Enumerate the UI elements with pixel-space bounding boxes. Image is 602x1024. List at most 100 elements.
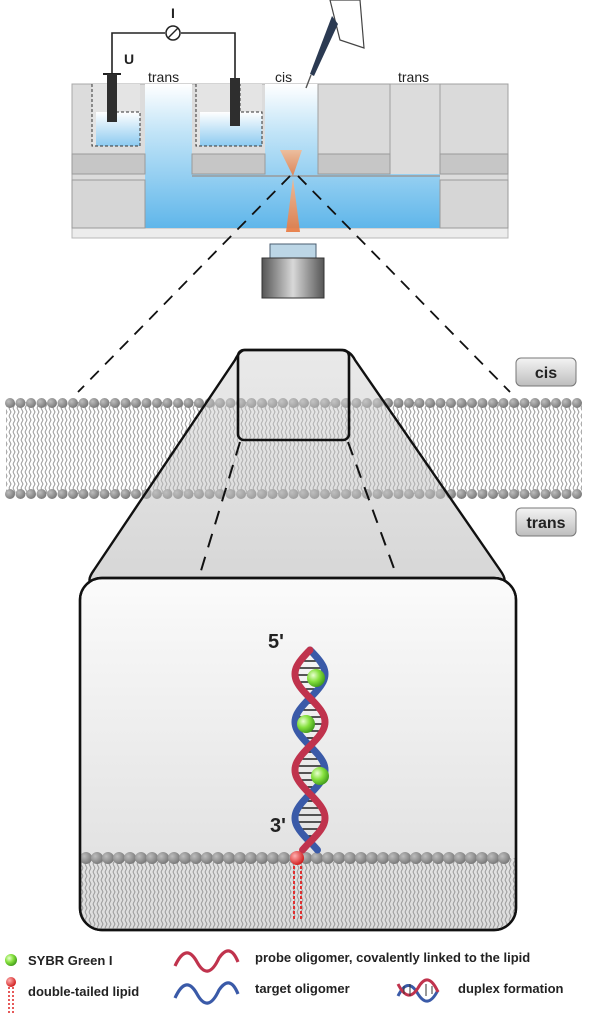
lipid-head: [572, 398, 582, 408]
probe-strand: [291, 646, 329, 854]
lipid-head: [467, 489, 477, 499]
legend-sybr-icon: [5, 954, 17, 966]
lipid-head: [57, 398, 68, 408]
zoom-box: [78, 576, 518, 932]
legend-lipid: double-tailed lipid: [28, 984, 139, 999]
lipid-head: [5, 398, 15, 408]
lipid-head: [540, 489, 551, 499]
voltage-label: U: [124, 51, 134, 67]
lipid-head: [131, 398, 141, 408]
lipid-head: [168, 852, 180, 864]
lipid-head: [446, 398, 456, 408]
lipid-head: [152, 398, 162, 408]
legend-sybr: SYBR Green I: [28, 953, 113, 968]
lipid-head: [89, 489, 99, 499]
lipid-head: [57, 489, 68, 499]
lipid-head: [476, 852, 488, 864]
lipid-head: [99, 489, 110, 499]
five-prime-label: 5': [268, 631, 284, 653]
lipid-head: [540, 398, 551, 408]
lipid-head: [47, 398, 57, 408]
lipid-head: [245, 852, 257, 864]
lipid-head: [561, 489, 572, 499]
lipid-head: [498, 398, 509, 408]
lipid-head: [487, 852, 499, 864]
lipid-head: [530, 489, 540, 499]
lipid-head: [278, 852, 290, 864]
lipid-head: [509, 398, 519, 408]
legend-lipid-icon: [6, 977, 16, 1014]
lipid-head: [267, 852, 279, 864]
lipid-head: [509, 489, 519, 499]
lipid-head: [68, 489, 78, 499]
lipid-head: [36, 398, 47, 408]
lipid-head: [201, 852, 213, 864]
lipid-head: [102, 852, 114, 864]
legend-target-icon: [173, 981, 240, 1005]
lipid-head: [399, 852, 411, 864]
lipid-head: [393, 398, 404, 408]
sybr-dye-3: [311, 767, 329, 785]
lipid-head: [146, 852, 158, 864]
lipid-head: [47, 489, 57, 499]
lipid-head: [15, 398, 26, 408]
lipid-head: [454, 852, 466, 864]
lipid-head: [551, 489, 561, 499]
lipid-head: [234, 852, 246, 864]
lipid-head: [26, 398, 36, 408]
lipid-head: [498, 852, 510, 864]
laser-beam: [280, 150, 302, 176]
legend-probe: probe oligomer, covalently linked to the…: [255, 950, 530, 965]
lipid-head: [477, 489, 488, 499]
lipid-head: [110, 489, 120, 499]
lipid-head: [551, 398, 561, 408]
lipid-head: [212, 852, 224, 864]
lipid-head: [488, 489, 498, 499]
lipid-head: [141, 398, 152, 408]
trans-right-label: trans: [398, 69, 429, 85]
lipid-head: [344, 852, 356, 864]
lipid-head: [5, 489, 15, 499]
lipid-head: [477, 398, 488, 408]
lipid-head: [78, 489, 89, 499]
lipid-head: [131, 489, 141, 499]
lipid-head: [99, 398, 110, 408]
lipid-head: [388, 852, 400, 864]
lipid-head: [78, 398, 89, 408]
lipid-head: [179, 852, 191, 864]
lipid-head: [456, 398, 467, 408]
lipid-head: [157, 852, 169, 864]
lipid-head: [190, 852, 202, 864]
lipid-head: [519, 398, 530, 408]
lipid-head: [91, 852, 103, 864]
lipid-head: [435, 398, 446, 408]
lipid-head: [443, 852, 455, 864]
lipid-head: [124, 852, 136, 864]
current-label: I: [171, 5, 175, 21]
lipid-head: [414, 398, 425, 408]
svg-text:cis: cis: [535, 365, 557, 382]
lipid-head: [432, 852, 444, 864]
sybr-dye-2: [297, 715, 315, 733]
lipid-head: [488, 398, 498, 408]
lipid-head: [404, 398, 414, 408]
lipid-head: [498, 489, 509, 499]
lipid-head: [421, 852, 433, 864]
lipid-head: [110, 398, 120, 408]
lipid-head: [223, 852, 235, 864]
cis-badge: cis: [515, 357, 577, 387]
trans-left-label: trans: [148, 69, 179, 85]
lipid-head: [89, 398, 99, 408]
lipid-head: [425, 398, 435, 408]
lipid-head: [465, 852, 477, 864]
legend-duplex: duplex formation: [458, 981, 564, 996]
three-prime-label: 3': [270, 815, 286, 837]
lipid-head: [68, 398, 78, 408]
lipid-head: [561, 398, 572, 408]
lipid-head: [162, 398, 173, 408]
lipid-head: [256, 852, 268, 864]
legend: SYBR Green I double-tailed lipid probe o…: [5, 949, 564, 1014]
lipid-head: [467, 398, 477, 408]
trans-badge: trans: [515, 507, 577, 537]
